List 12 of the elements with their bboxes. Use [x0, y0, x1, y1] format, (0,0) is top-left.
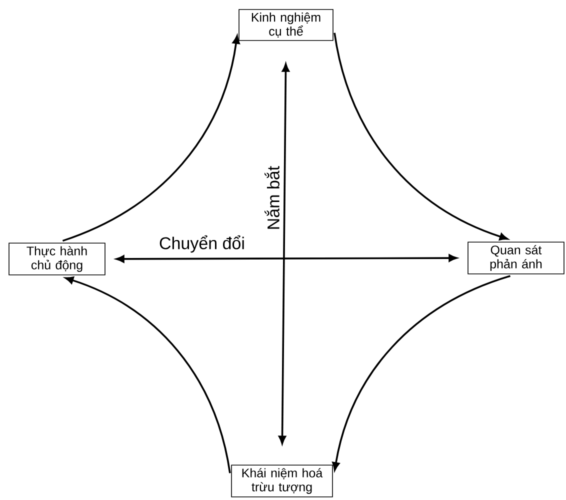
stage-box: Kinh nghiệm cụ thể [238, 9, 334, 41]
arrow [278, 63, 290, 444]
arrow [65, 276, 231, 474]
stage-box: Thực hành chủ động [8, 242, 106, 276]
arrow [62, 35, 240, 242]
arrow [116, 254, 458, 263]
edge-label: Nắm bắt [264, 164, 280, 232]
stage-box: Quan sát phản ánh [468, 242, 564, 274]
arrow [332, 275, 511, 471]
stage-box: Khái niệm hoá trừu tượng [231, 464, 333, 498]
arrow [334, 32, 508, 240]
edge-label: Chuyển đổi [158, 234, 246, 254]
